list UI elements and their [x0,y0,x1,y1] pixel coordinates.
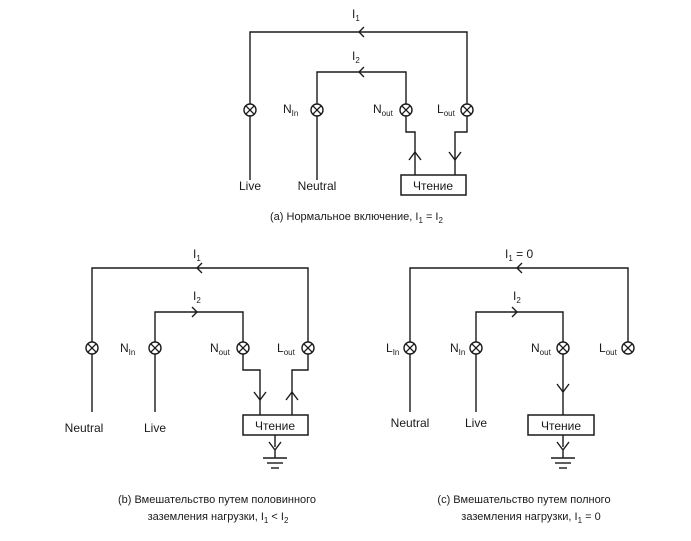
terminal-n-out [399,103,413,117]
arrow-i1 [196,262,203,274]
arrow-up [408,150,422,161]
terminal-n-in [310,103,324,117]
diagram-a: Чтение I1 I2 NIn Nout Lout Live Neutral … [239,7,474,225]
l-out-label: Lout [437,102,456,118]
arrow-i1 [358,26,365,38]
live-label: Live [465,416,487,430]
current-i2-label: I2 [352,49,360,65]
terminal-l-out [621,341,635,355]
wire-lout-to-meter [291,348,309,415]
terminal-l-out [460,103,474,117]
arrow-i2 [191,306,198,318]
live-label: Live [239,179,261,193]
live-label: Live [144,421,166,435]
n-out-label: Nout [210,341,231,357]
wire-nout-to-meter [242,348,261,415]
meter-box [527,414,595,436]
neutral-label: Neutral [65,421,104,435]
terminal-n-in [148,341,162,355]
arrow-i2 [358,66,365,78]
ground-symbol [262,449,288,469]
wire-lout-to-meter [454,110,468,175]
caption-a: (a) Нормальное включение, I1 = I2 [270,211,443,225]
ground-symbol [550,449,576,469]
wire-neutral-loop [409,267,629,412]
terminal-l-out [301,341,315,355]
current-i1-label: I1 [352,7,360,23]
n-out-label: Nout [373,102,394,118]
caption-b-line2: заземления нагрузки, I1 < I2 [148,511,289,525]
terminal-n-out [556,341,570,355]
n-in-label: NIn [450,341,465,357]
wire-neutral-loop [316,71,407,180]
caption-b-line1: (b) Вмешательство путем половинного [118,494,316,506]
meter-label: Чтение [255,419,295,433]
diagram-b: Чтение I1 I2 NIn Nout Lout Neutral Live … [65,247,316,525]
caption-c-line1: (c) Вмешательство путем полного [437,494,610,506]
arrow-up [285,390,299,401]
wire-neutral-loop [91,267,309,412]
arrow-i1 [516,262,523,274]
l-out-label: Lout [599,341,618,357]
current-i2-label: I2 [513,289,521,305]
neutral-label: Neutral [298,179,337,193]
wire-live-loop [154,311,244,412]
arrow-down [253,391,267,402]
n-out-label: Nout [531,341,552,357]
current-i2-label: I2 [193,289,201,305]
wire-live-loop [475,311,564,412]
n-in-label: NIn [120,341,135,357]
meter-box [400,174,467,196]
meter-label: Чтение [541,419,581,433]
current-i1-label: I1 = 0 [505,247,533,263]
arrow-down [556,383,570,394]
terminal-live [243,103,257,117]
meter-label: Чтение [413,179,453,193]
diagram-c: Чтение I1 = 0 I2 LIn NIn Nout Lout Neutr… [386,247,635,525]
l-out-label: Lout [277,341,296,357]
neutral-label: Neutral [391,416,430,430]
terminal-neutral [85,341,99,355]
arrow-down [448,151,462,162]
terminal-n-in [469,341,483,355]
l-in-label: LIn [386,341,399,357]
terminal-l-in [403,341,417,355]
caption-c-line2: заземления нагрузки, I1 = 0 [461,511,600,525]
arrow-i2 [511,306,518,318]
n-in-label: NIn [283,102,298,118]
current-i1-label: I1 [193,247,201,263]
wire-nout-to-meter [405,110,416,175]
terminal-n-out [236,341,250,355]
